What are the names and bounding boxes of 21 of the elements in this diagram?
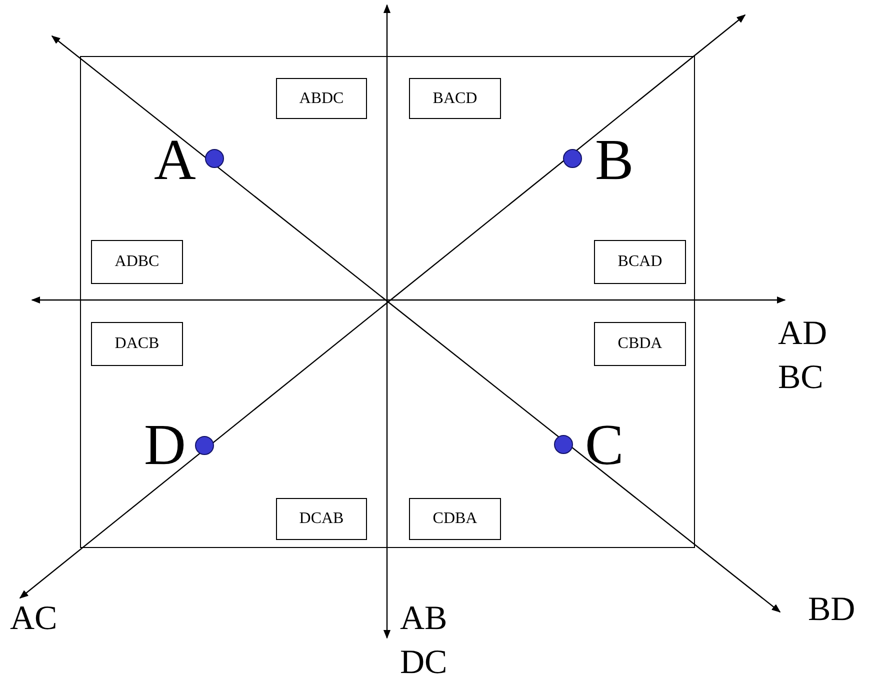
axis-label: AB DC [400, 599, 448, 684]
point-letter: D [144, 416, 186, 474]
point-dot [195, 436, 214, 455]
axis-label: AD BC [778, 314, 828, 398]
order-label: ADBC [91, 240, 183, 284]
point-dot [554, 435, 573, 454]
point-dot [205, 149, 224, 168]
order-label: CDBA [409, 498, 501, 540]
point-dot [563, 149, 582, 168]
point-letter: C [585, 416, 624, 474]
point-letter: A [154, 131, 196, 189]
order-label: ABDC [276, 78, 367, 119]
order-label: BACD [409, 78, 501, 119]
point-letter: B [595, 131, 634, 189]
order-label: DACB [91, 322, 183, 366]
order-label: BCAD [594, 240, 686, 284]
frame-rectangle [80, 56, 695, 548]
order-label: CBDA [594, 322, 686, 366]
axis-label: AC [10, 599, 58, 639]
axis-label: BD [808, 590, 856, 630]
order-label: DCAB [276, 498, 367, 540]
